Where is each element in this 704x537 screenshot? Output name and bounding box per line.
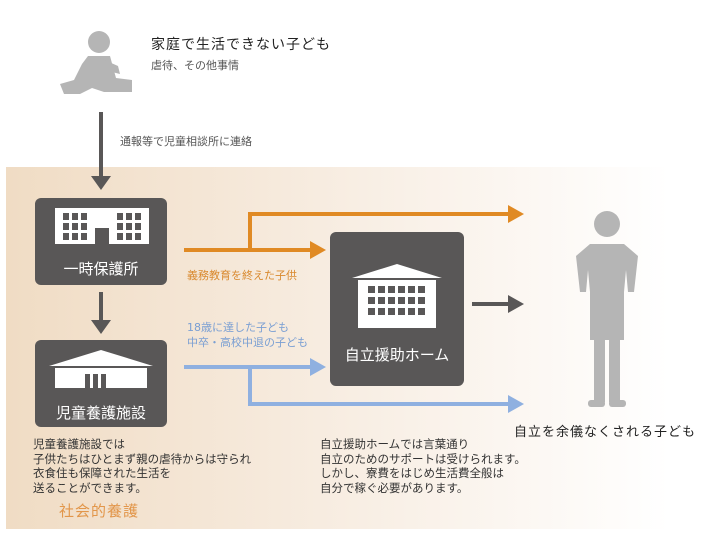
independence-home-icon — [352, 264, 442, 328]
down-arrow-report — [91, 112, 111, 190]
home-note: 自立援助ホームでは言葉通り 自立のためのサポートは受けられます。 しかし、寮費を… — [320, 437, 526, 495]
sitting-child-figure — [60, 31, 132, 94]
blue-arrows — [184, 365, 510, 406]
temporary-shelter-box: 一時保護所 — [35, 198, 167, 285]
blue-arrowhead-bottom — [508, 395, 524, 413]
childrens-home-label: 児童養護施設 — [55, 404, 146, 422]
building-icon — [55, 208, 149, 244]
top-title: 家庭で生活できない子ども — [151, 37, 331, 53]
top-subtitle: 虐待、その他事情 — [151, 59, 239, 72]
blue-path-label: 18歳に達した子ども 中卒・高校中退の子ども — [187, 321, 308, 349]
orange-arrowhead-top — [508, 205, 524, 223]
standing-person-figure — [576, 211, 638, 407]
report-label: 通報等で児童相談所に連絡 — [120, 135, 252, 148]
down-arrow-to-facility — [91, 292, 111, 334]
end-label: 自立を余儀なくされる子ども — [514, 425, 697, 440]
independence-home-label: 自立援助ホーム — [344, 346, 450, 364]
blue-arrowhead-home — [310, 358, 326, 376]
social-care-label: 社会的養護 — [59, 502, 140, 520]
facility-house-icon — [49, 350, 153, 388]
orange-path-label: 義務教育を終えた子供 — [187, 269, 297, 282]
orange-arrowhead-home — [310, 241, 326, 259]
orange-arrows — [184, 212, 510, 252]
temporary-shelter-label: 一時保護所 — [63, 260, 139, 278]
childrens-home-box: 児童養護施設 — [35, 340, 167, 427]
independence-home-box: 自立援助ホーム — [330, 232, 464, 386]
gray-arrow-from-home — [472, 295, 524, 313]
facility-note: 児童養護施設では 子供たちはひとまず親の虐待からは守られ 衣食住も保障された生活… — [33, 437, 252, 495]
